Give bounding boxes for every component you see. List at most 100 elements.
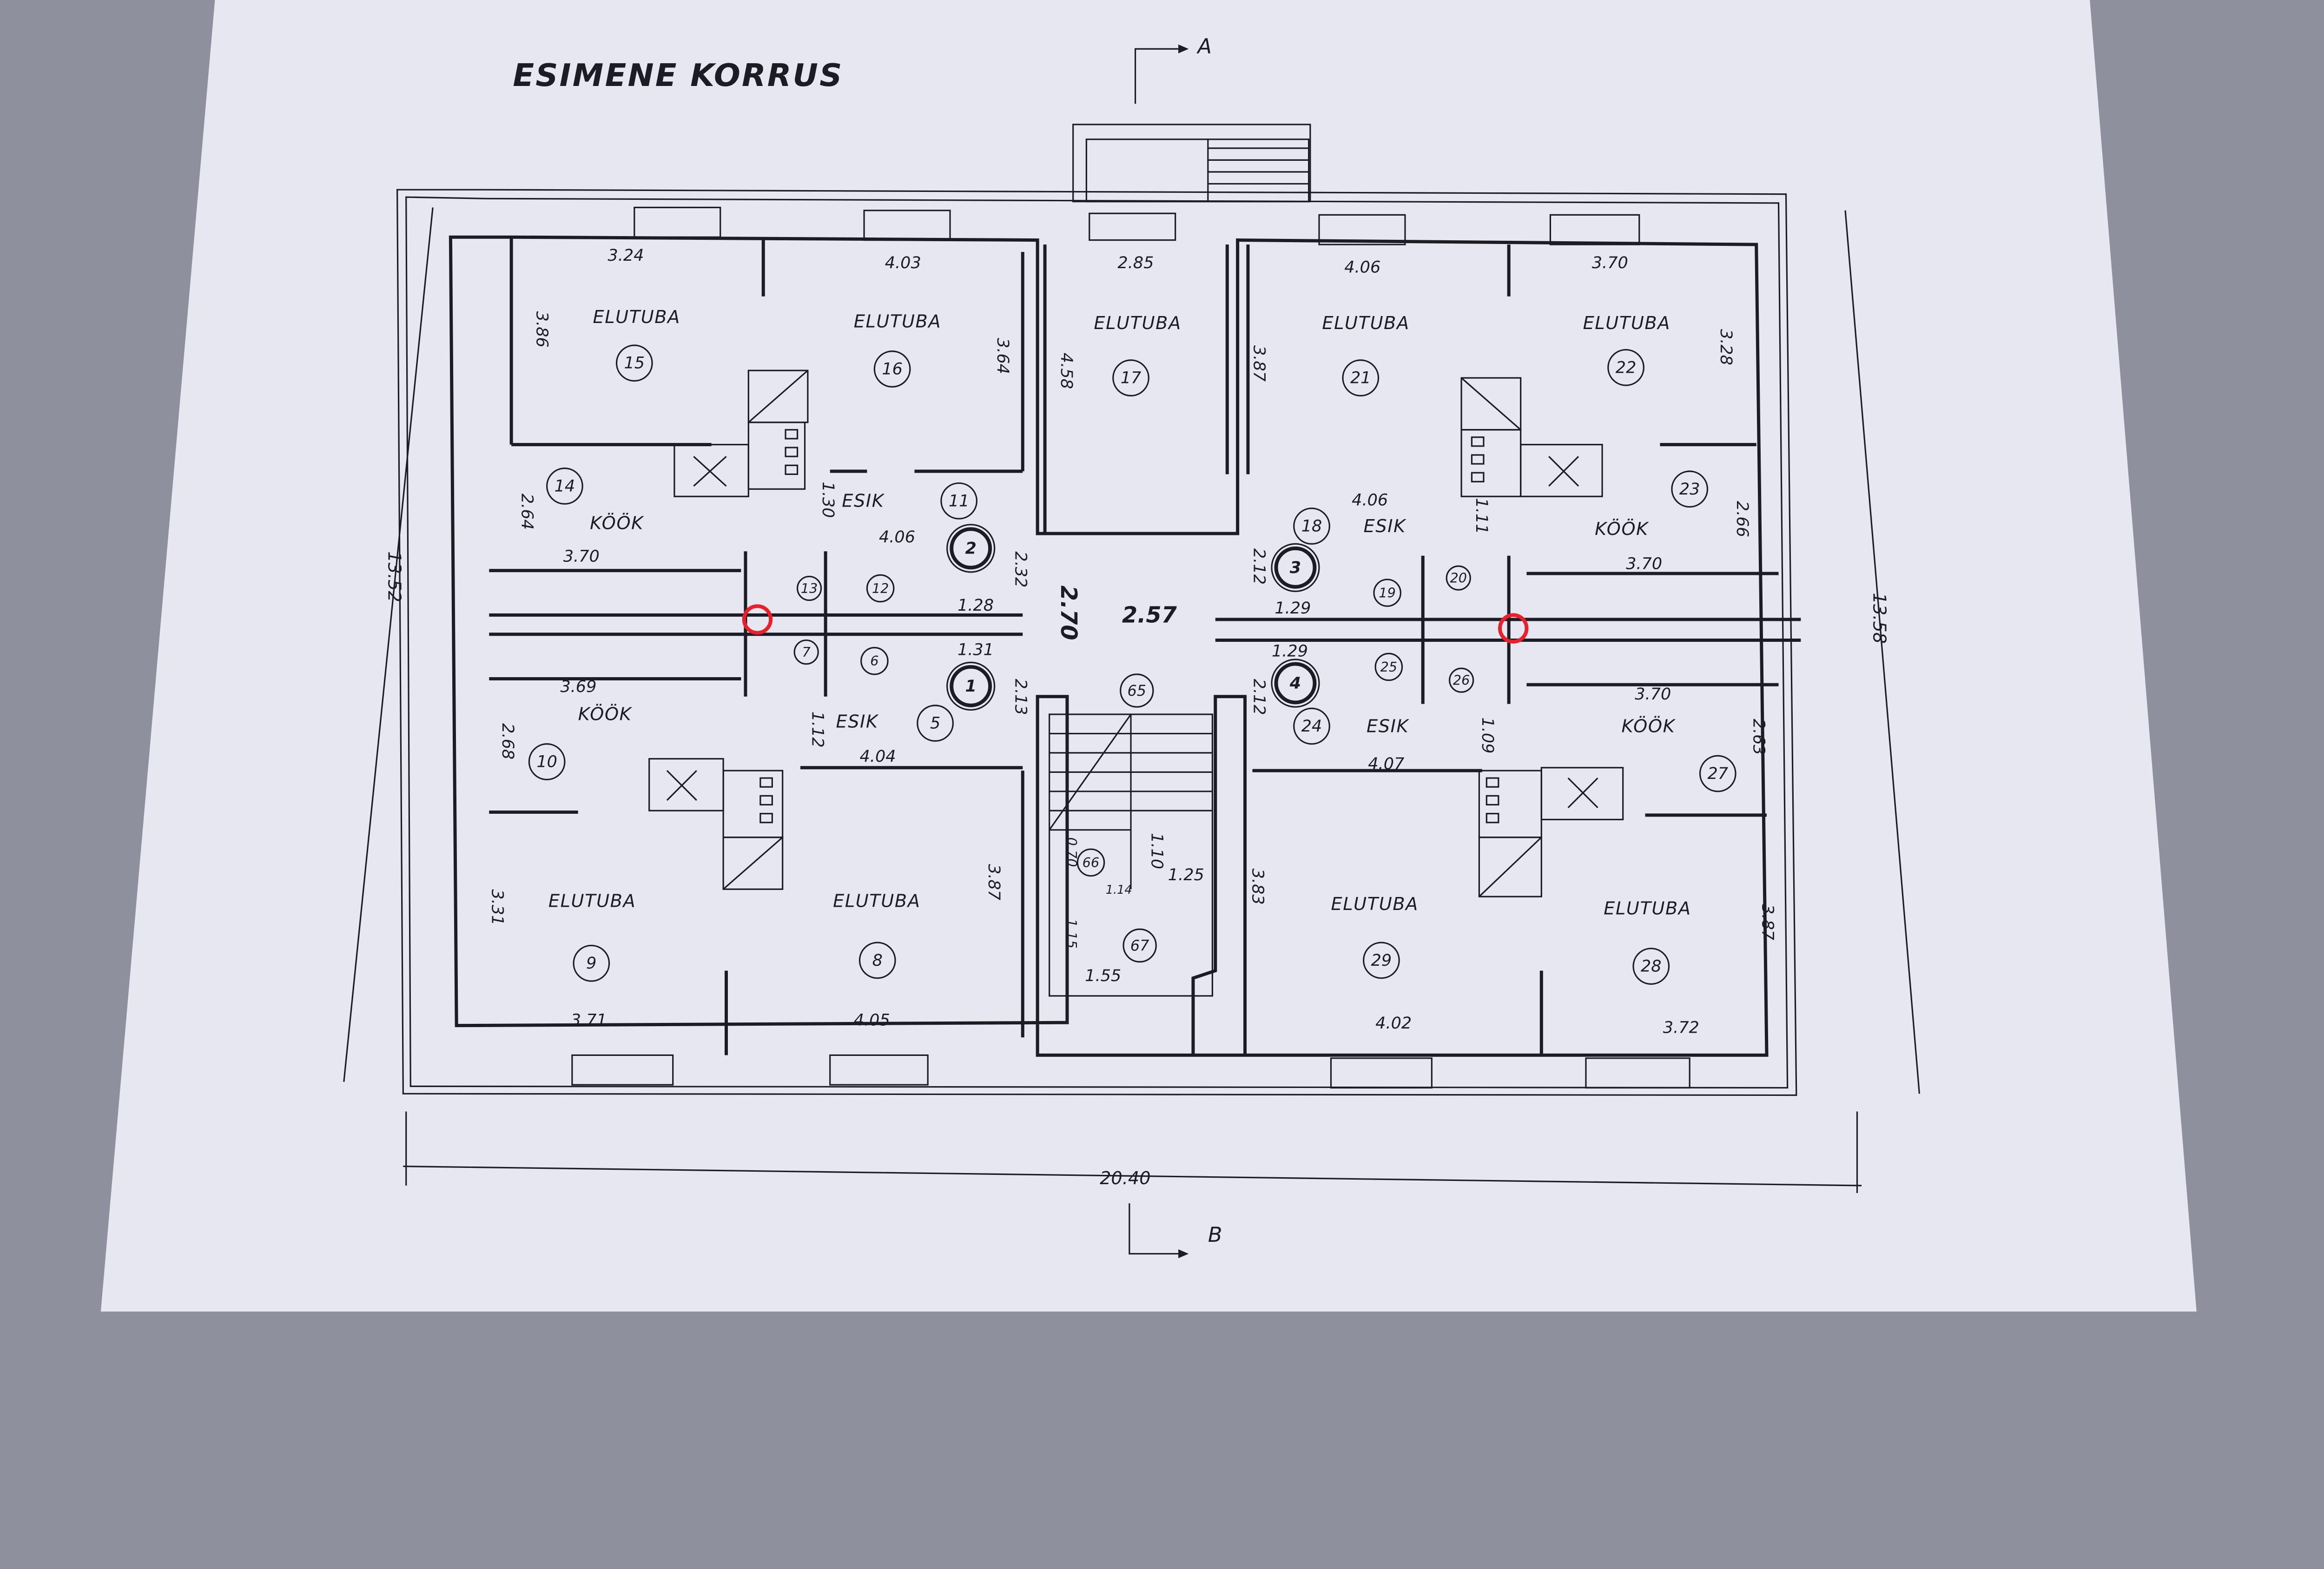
svg-text:1.29: 1.29: [1274, 599, 1311, 618]
svg-text:15: 15: [624, 354, 645, 373]
svg-text:3.70: 3.70: [563, 547, 600, 566]
wc-number-badge: 26: [1449, 667, 1474, 693]
svg-text:1.09: 1.09: [1478, 717, 1497, 753]
wc-number-badge: 7: [793, 639, 819, 665]
svg-text:20: 20: [1450, 570, 1467, 586]
svg-text:3.87: 3.87: [984, 864, 1004, 900]
room-label: KÖÖK: [1595, 518, 1649, 540]
room-label: ELUTUBA: [854, 311, 941, 332]
room-label: KÖÖK: [1622, 715, 1676, 737]
svg-text:3.69: 3.69: [560, 677, 596, 696]
svg-text:29: 29: [1371, 951, 1392, 970]
plan-title: ESIMENE KORRUS: [513, 57, 843, 93]
room-number-badge: 22: [1607, 349, 1644, 386]
svg-text:8: 8: [872, 951, 883, 970]
svg-text:4.07: 4.07: [1368, 754, 1404, 773]
section-marker-a: A: [1135, 34, 1212, 104]
svg-text:2.32: 2.32: [1011, 551, 1030, 587]
floor-plan-photo: ESIMENE KORRUS A B: [100, 0, 2197, 1312]
section-marker-b: B: [1129, 1203, 1222, 1259]
room-label: ELUTUBA: [1583, 313, 1670, 334]
svg-text:4.06: 4.06: [879, 527, 915, 547]
svg-text:11: 11: [949, 491, 970, 510]
apartment-number-badge: 2: [946, 524, 996, 573]
svg-text:2.66: 2.66: [1733, 501, 1752, 537]
room-number-badge: 8: [858, 942, 896, 979]
bath-number-badge: 6: [860, 646, 889, 675]
room-number-badge: 14: [546, 468, 583, 505]
svg-text:3.28: 3.28: [1717, 329, 1736, 365]
svg-text:3.70: 3.70: [1626, 554, 1662, 573]
hall-dimension: 2.57: [1122, 602, 1177, 628]
svg-text:3: 3: [1290, 558, 1301, 577]
red-circle-marker: [742, 604, 773, 635]
room-number-badge: 15: [615, 344, 653, 382]
wc-number-badge: 20: [1446, 565, 1471, 591]
stair-number-badge: 66: [1076, 848, 1105, 877]
room-labels: ELUTUBA ELUTUBA ELUTUBA ELUTUBA ELUTUBA …: [548, 307, 1690, 919]
svg-text:28: 28: [1641, 957, 1662, 976]
svg-text:21: 21: [1350, 369, 1371, 388]
svg-text:12: 12: [872, 580, 889, 596]
svg-text:65: 65: [1128, 682, 1147, 699]
svg-text:2.63: 2.63: [1749, 719, 1768, 755]
room-label: ESIK: [1367, 716, 1410, 737]
apartment-number-badge: 4: [1271, 659, 1320, 708]
svg-text:4.05: 4.05: [854, 1011, 890, 1030]
svg-text:2.13: 2.13: [1011, 679, 1030, 715]
svg-text:2.68: 2.68: [498, 723, 517, 759]
overall-dimension-lines: [343, 207, 1921, 1193]
svg-text:3.64: 3.64: [993, 338, 1012, 374]
red-circle-marker: [1498, 613, 1529, 644]
svg-text:B: B: [1208, 1223, 1222, 1247]
svg-text:14: 14: [555, 476, 575, 495]
bath-number-badge: 19: [1373, 579, 1401, 607]
svg-text:4.06: 4.06: [1344, 258, 1380, 277]
stair-dimension: 1.14: [1106, 883, 1132, 897]
svg-text:4.04: 4.04: [859, 747, 896, 766]
svg-text:1.29: 1.29: [1272, 642, 1308, 661]
svg-text:17: 17: [1121, 369, 1142, 388]
svg-text:19: 19: [1379, 585, 1396, 601]
stair-dimension: 0.70: [1064, 837, 1080, 867]
room-number-badge: 9: [573, 944, 610, 982]
dimension-labels: 3.24 4.03 2.85 4.06 3.70 3.86 3.64 4.58 …: [488, 246, 1777, 1037]
room-number-badge: 16: [873, 350, 911, 388]
staircase: [1049, 713, 1214, 997]
svg-text:3.83: 3.83: [1248, 869, 1268, 905]
hall-number-badge: 65: [1120, 673, 1154, 708]
stair-dimension: 1.55: [1085, 966, 1121, 985]
stair-dimension: 1.25: [1168, 865, 1204, 884]
svg-text:4.58: 4.58: [1057, 353, 1076, 389]
svg-text:1: 1: [965, 677, 976, 696]
room-number-badge: 24: [1293, 707, 1330, 745]
bath-number-badge: 25: [1374, 653, 1403, 681]
bath-number-badge: 12: [866, 574, 895, 603]
room-number-badge: 29: [1363, 942, 1400, 979]
svg-text:4.06: 4.06: [1352, 490, 1388, 509]
room-label: KÖÖK: [578, 704, 633, 725]
svg-text:3.71: 3.71: [571, 1011, 607, 1030]
svg-text:4.03: 4.03: [885, 253, 921, 272]
svg-text:16: 16: [882, 360, 903, 379]
room-number-badge: 28: [1632, 948, 1670, 985]
overall-width: 20.40: [1100, 1168, 1151, 1189]
room-number-badge: 5: [917, 705, 954, 742]
room-number-badge: 17: [1112, 359, 1149, 396]
svg-text:10: 10: [536, 752, 557, 771]
svg-text:27: 27: [1707, 764, 1728, 783]
stove-right-top: [1460, 377, 1603, 497]
svg-text:18: 18: [1301, 517, 1322, 536]
paper-sheet: [100, 0, 2197, 1312]
room-number-badge: 18: [1293, 508, 1330, 545]
svg-text:3.87: 3.87: [1250, 345, 1269, 382]
room-label: ELUTUBA: [1322, 313, 1409, 334]
stair-dimension: 1.15: [1064, 919, 1080, 949]
stove-left-top: [673, 369, 809, 497]
svg-text:1.11: 1.11: [1472, 498, 1491, 534]
svg-text:A: A: [1196, 34, 1212, 59]
room-label: ELUTUBA: [833, 891, 920, 912]
svg-text:1.12: 1.12: [808, 712, 827, 748]
svg-text:25: 25: [1380, 659, 1398, 675]
svg-text:3.24: 3.24: [607, 246, 644, 265]
